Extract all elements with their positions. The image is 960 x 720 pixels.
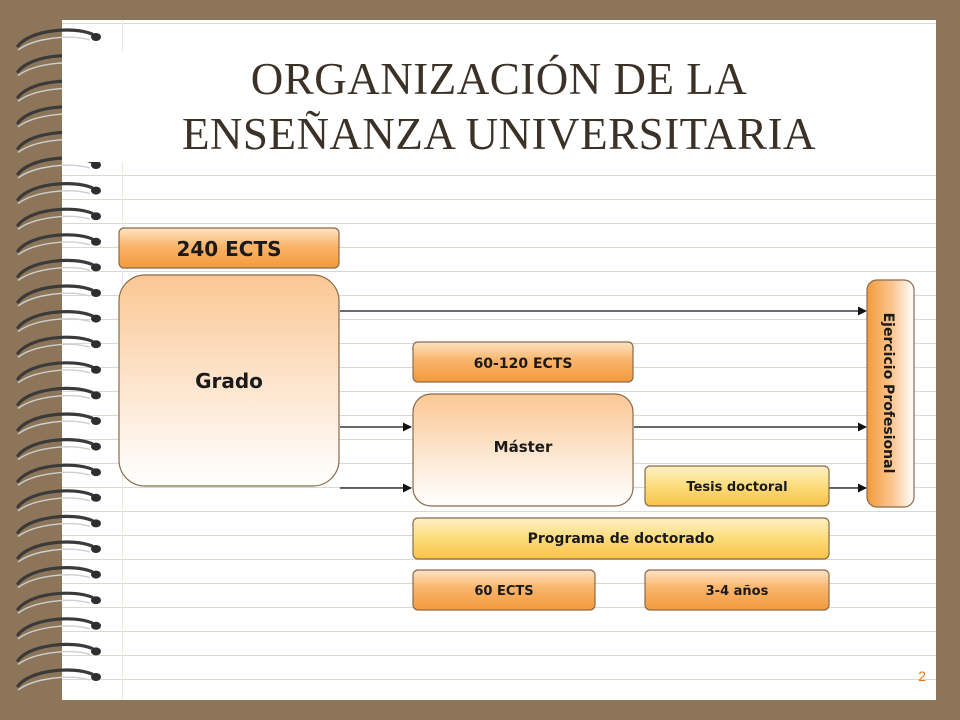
spiral-coil [16, 668, 94, 688]
spiral-coil-highlight [17, 343, 91, 358]
spiral-coil-highlight [17, 164, 91, 179]
spiral-coil [16, 489, 94, 509]
grado-box: Grado [118, 274, 340, 487]
spiral-coil [16, 258, 94, 278]
spiral-coil [16, 591, 94, 611]
page-number: 2 [918, 668, 926, 684]
spiral-hole [91, 442, 101, 451]
doctorado-label: Programa de doctorado [528, 531, 715, 547]
spiral-coil [16, 310, 94, 330]
spiral-coil-highlight [17, 215, 91, 230]
spiral-coil-highlight [17, 548, 91, 563]
spiral-hole [91, 545, 101, 553]
spiral-coil-highlight [17, 292, 91, 307]
spiral-coil [16, 233, 94, 253]
spiral-hole [91, 161, 101, 169]
spiral-coil-highlight [17, 497, 91, 512]
grado-label: Grado [195, 369, 263, 393]
ejercicio-box: Ejercicio Profesional [866, 279, 915, 508]
spiral-hole [91, 570, 101, 579]
master-label: Máster [494, 438, 553, 456]
spiral-hole [91, 621, 101, 630]
spiral-coil-highlight [17, 318, 91, 333]
spiral-hole [91, 417, 101, 425]
spiral-coil [16, 284, 94, 304]
spiral-coil-highlight [17, 36, 91, 51]
spiral-coil-highlight [17, 676, 91, 691]
title-line-2: ENSEÑANZA UNIVERSITARIA [181, 109, 817, 159]
spiral-coil [16, 412, 94, 432]
spiral-coil [16, 182, 94, 202]
ejercicio-label: Ejercicio Profesional [880, 313, 896, 474]
master-credits-box: 60-120 ECTS [412, 341, 634, 383]
spiral-coil-highlight [17, 625, 91, 640]
slide-title: ORGANIZACIÓN DE LA ENSEÑANZA UNIVERSITAR… [62, 52, 936, 162]
spiral-coil [16, 566, 94, 586]
spiral-hole [91, 340, 101, 349]
spiral-coil [16, 28, 94, 48]
spiral-hole [91, 468, 101, 477]
spiral-hole [91, 314, 101, 323]
spiral-hole [91, 237, 101, 246]
spiral-coil-highlight [17, 420, 91, 435]
spiral-coil-highlight [17, 522, 91, 537]
spiral-coil [16, 207, 94, 227]
spiral-coil [16, 514, 94, 534]
spiral-hole [91, 673, 101, 681]
spiral-hole [91, 365, 101, 374]
spiral-coil-highlight [17, 266, 91, 281]
spiral-hole [91, 647, 101, 656]
doctorado-credits-label: 60 ECTS [474, 584, 533, 599]
spiral-coil [16, 438, 94, 458]
master-credits-label: 60-120 ECTS [474, 356, 573, 372]
spiral-hole [91, 519, 101, 528]
spiral-hole [91, 289, 101, 297]
spiral-coil [16, 463, 94, 483]
spiral-coil-highlight [17, 650, 91, 665]
spiral-hole [91, 212, 101, 221]
spiral-coil [16, 642, 94, 662]
spiral-coil-highlight [17, 599, 91, 614]
spiral-hole [91, 263, 101, 272]
spiral-hole [91, 186, 101, 195]
spiral-hole [91, 596, 101, 605]
spiral-coil-highlight [17, 446, 91, 461]
spiral-coil-highlight [17, 394, 91, 409]
spiral-coil [16, 361, 94, 381]
tesis-label: Tesis doctoral [686, 480, 787, 495]
spiral-coil [16, 540, 94, 560]
spiral-coil-highlight [17, 471, 91, 486]
spiral-coil-highlight [17, 190, 91, 205]
spiral-coil-highlight [17, 241, 91, 256]
title-line-1: ORGANIZACIÓN DE LA [250, 54, 748, 104]
doctorado-credits-box: 60 ECTS [412, 569, 596, 611]
master-box: Máster [412, 393, 634, 507]
spiral-hole [91, 391, 101, 400]
spiral-hole [91, 493, 101, 502]
doctorado-box: Programa de doctorado [412, 517, 830, 560]
doctorado-duration-box: 3-4 años [644, 569, 830, 611]
grado-credits-label: 240 ECTS [176, 237, 281, 261]
spiral-coil-highlight [17, 574, 91, 589]
spiral-coil [16, 335, 94, 355]
grado-credits-box: 240 ECTS [118, 227, 340, 269]
spiral-hole [91, 33, 101, 41]
spiral-coil-highlight [17, 369, 91, 384]
spiral-coil [16, 617, 94, 637]
tesis-box: Tesis doctoral [644, 465, 830, 507]
doctorado-duration-label: 3-4 años [706, 584, 769, 599]
spiral-coil [16, 386, 94, 406]
